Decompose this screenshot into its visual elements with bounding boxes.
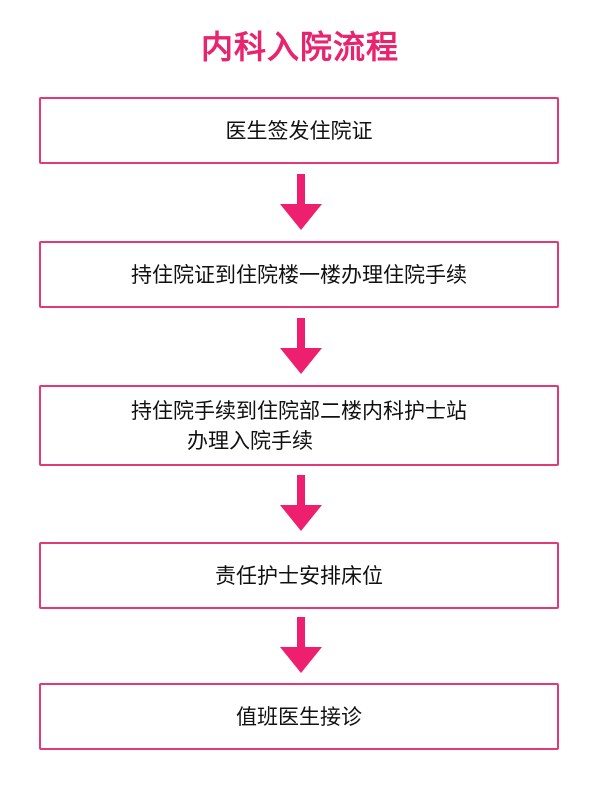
step-5-text: 值班医生接诊 — [236, 704, 362, 729]
step-box-2: 持住院证到住院楼一楼办理住院手续 — [39, 241, 559, 308]
arrow-down-icon — [280, 318, 322, 374]
arrow-down-icon — [280, 475, 322, 531]
step-1-text: 医生签发住院证 — [225, 118, 373, 143]
step-box-3: 持住院手续到住院部二楼内科护士站 办理入院手续 — [39, 385, 559, 466]
arrow-down-icon — [280, 617, 322, 673]
step-box-1: 医生签发住院证 — [39, 97, 559, 164]
step-box-4: 责任护士安排床位 — [39, 542, 559, 609]
step-3-text-line-1: 持住院手续到住院部二楼内科护士站 — [131, 398, 467, 423]
step-4-text: 责任护士安排床位 — [215, 563, 383, 588]
step-3-text-line-2: 办理入院手续 — [187, 428, 313, 453]
page-title: 内科入院流程 — [200, 28, 399, 66]
step-2-text: 持住院证到住院楼一楼办理住院手续 — [131, 262, 467, 287]
step-box-5: 值班医生接诊 — [39, 683, 559, 750]
arrow-down-icon — [280, 174, 322, 230]
